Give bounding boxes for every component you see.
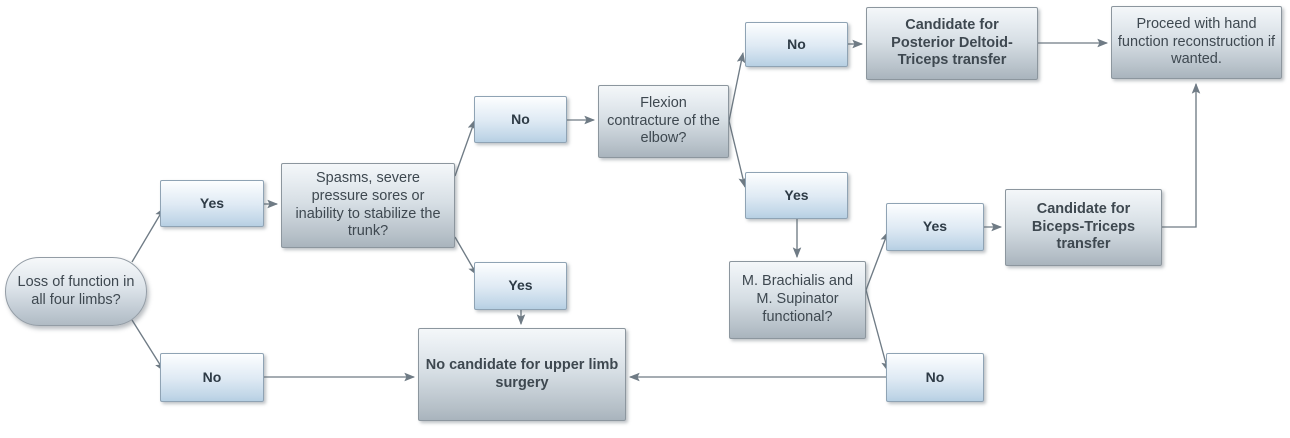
node-elbow-contracture-question-label: Flexion contracture of the elbow? <box>607 94 720 147</box>
node-yes-spasms[interactable]: Yes <box>474 262 567 310</box>
node-elbow-contracture-question[interactable]: Flexion contracture of the elbow? <box>598 85 729 158</box>
node-start-label: Loss of function in all four limbs? <box>17 273 135 308</box>
node-proceed-hand-function-label: Proceed with hand function reconstructio… <box>1117 15 1276 68</box>
node-posterior-deltoid-triceps-transfer-label: Candidate for Posterior Deltoid-Triceps … <box>891 16 1013 69</box>
node-no-spasms-label: No <box>511 110 530 127</box>
node-no-brachialis[interactable]: No <box>886 353 984 402</box>
node-yes-spasms-label: Yes <box>508 277 533 294</box>
node-no-spasms[interactable]: No <box>474 96 567 143</box>
node-yes-elbow-label: Yes <box>784 186 809 203</box>
node-no-candidate-upper-limb-surgery[interactable]: No candidate for upper limb surgery <box>418 328 626 421</box>
node-biceps-triceps-transfer-label: Candidate for Biceps-Triceps transfer <box>1031 200 1136 253</box>
node-yes-brachialis-label: Yes <box>922 218 948 235</box>
node-yes-brachialis[interactable]: Yes <box>886 203 984 251</box>
node-no-loss-of-function-label: No <box>202 368 222 385</box>
edge-elbow-to-yes3 <box>728 120 747 189</box>
node-yes-elbow[interactable]: Yes <box>745 172 848 219</box>
edge-brachialis-to-yes4 <box>865 230 889 291</box>
node-spasms-question-label: Spasms, severe pressure sores or inabili… <box>295 170 441 240</box>
node-brachialis-supinator-question-label: M. Brachialis and M. Supinator functiona… <box>741 273 854 325</box>
node-brachialis-supinator-question[interactable]: M. Brachialis and M. Supinator functiona… <box>729 261 866 339</box>
node-no-brachialis-label: No <box>925 368 945 385</box>
node-yes-loss-of-function-label: Yes <box>199 194 225 211</box>
node-posterior-deltoid-triceps-transfer[interactable]: Candidate for Posterior Deltoid-Triceps … <box>866 7 1038 80</box>
node-no-elbow[interactable]: No <box>745 22 848 67</box>
node-no-elbow-label: No <box>787 35 806 52</box>
edge-elbow-to-no3 <box>728 51 746 122</box>
node-no-loss-of-function[interactable]: No <box>160 353 264 402</box>
node-no-candidate-upper-limb-surgery-label: No candidate for upper limb surgery <box>425 356 619 391</box>
node-start[interactable]: Loss of function in all four limbs? <box>5 257 147 326</box>
edge-biceps-to-proceed <box>1162 82 1201 228</box>
node-proceed-hand-function[interactable]: Proceed with hand function reconstructio… <box>1111 6 1282 79</box>
edge-brachialis-to-no4 <box>865 289 890 373</box>
node-biceps-triceps-transfer[interactable]: Candidate for Biceps-Triceps transfer <box>1005 189 1162 266</box>
node-spasms-question[interactable]: Spasms, severe pressure sores or inabili… <box>281 163 455 248</box>
edge-spasms-to-no2 <box>454 118 476 177</box>
node-yes-loss-of-function[interactable]: Yes <box>160 180 264 227</box>
